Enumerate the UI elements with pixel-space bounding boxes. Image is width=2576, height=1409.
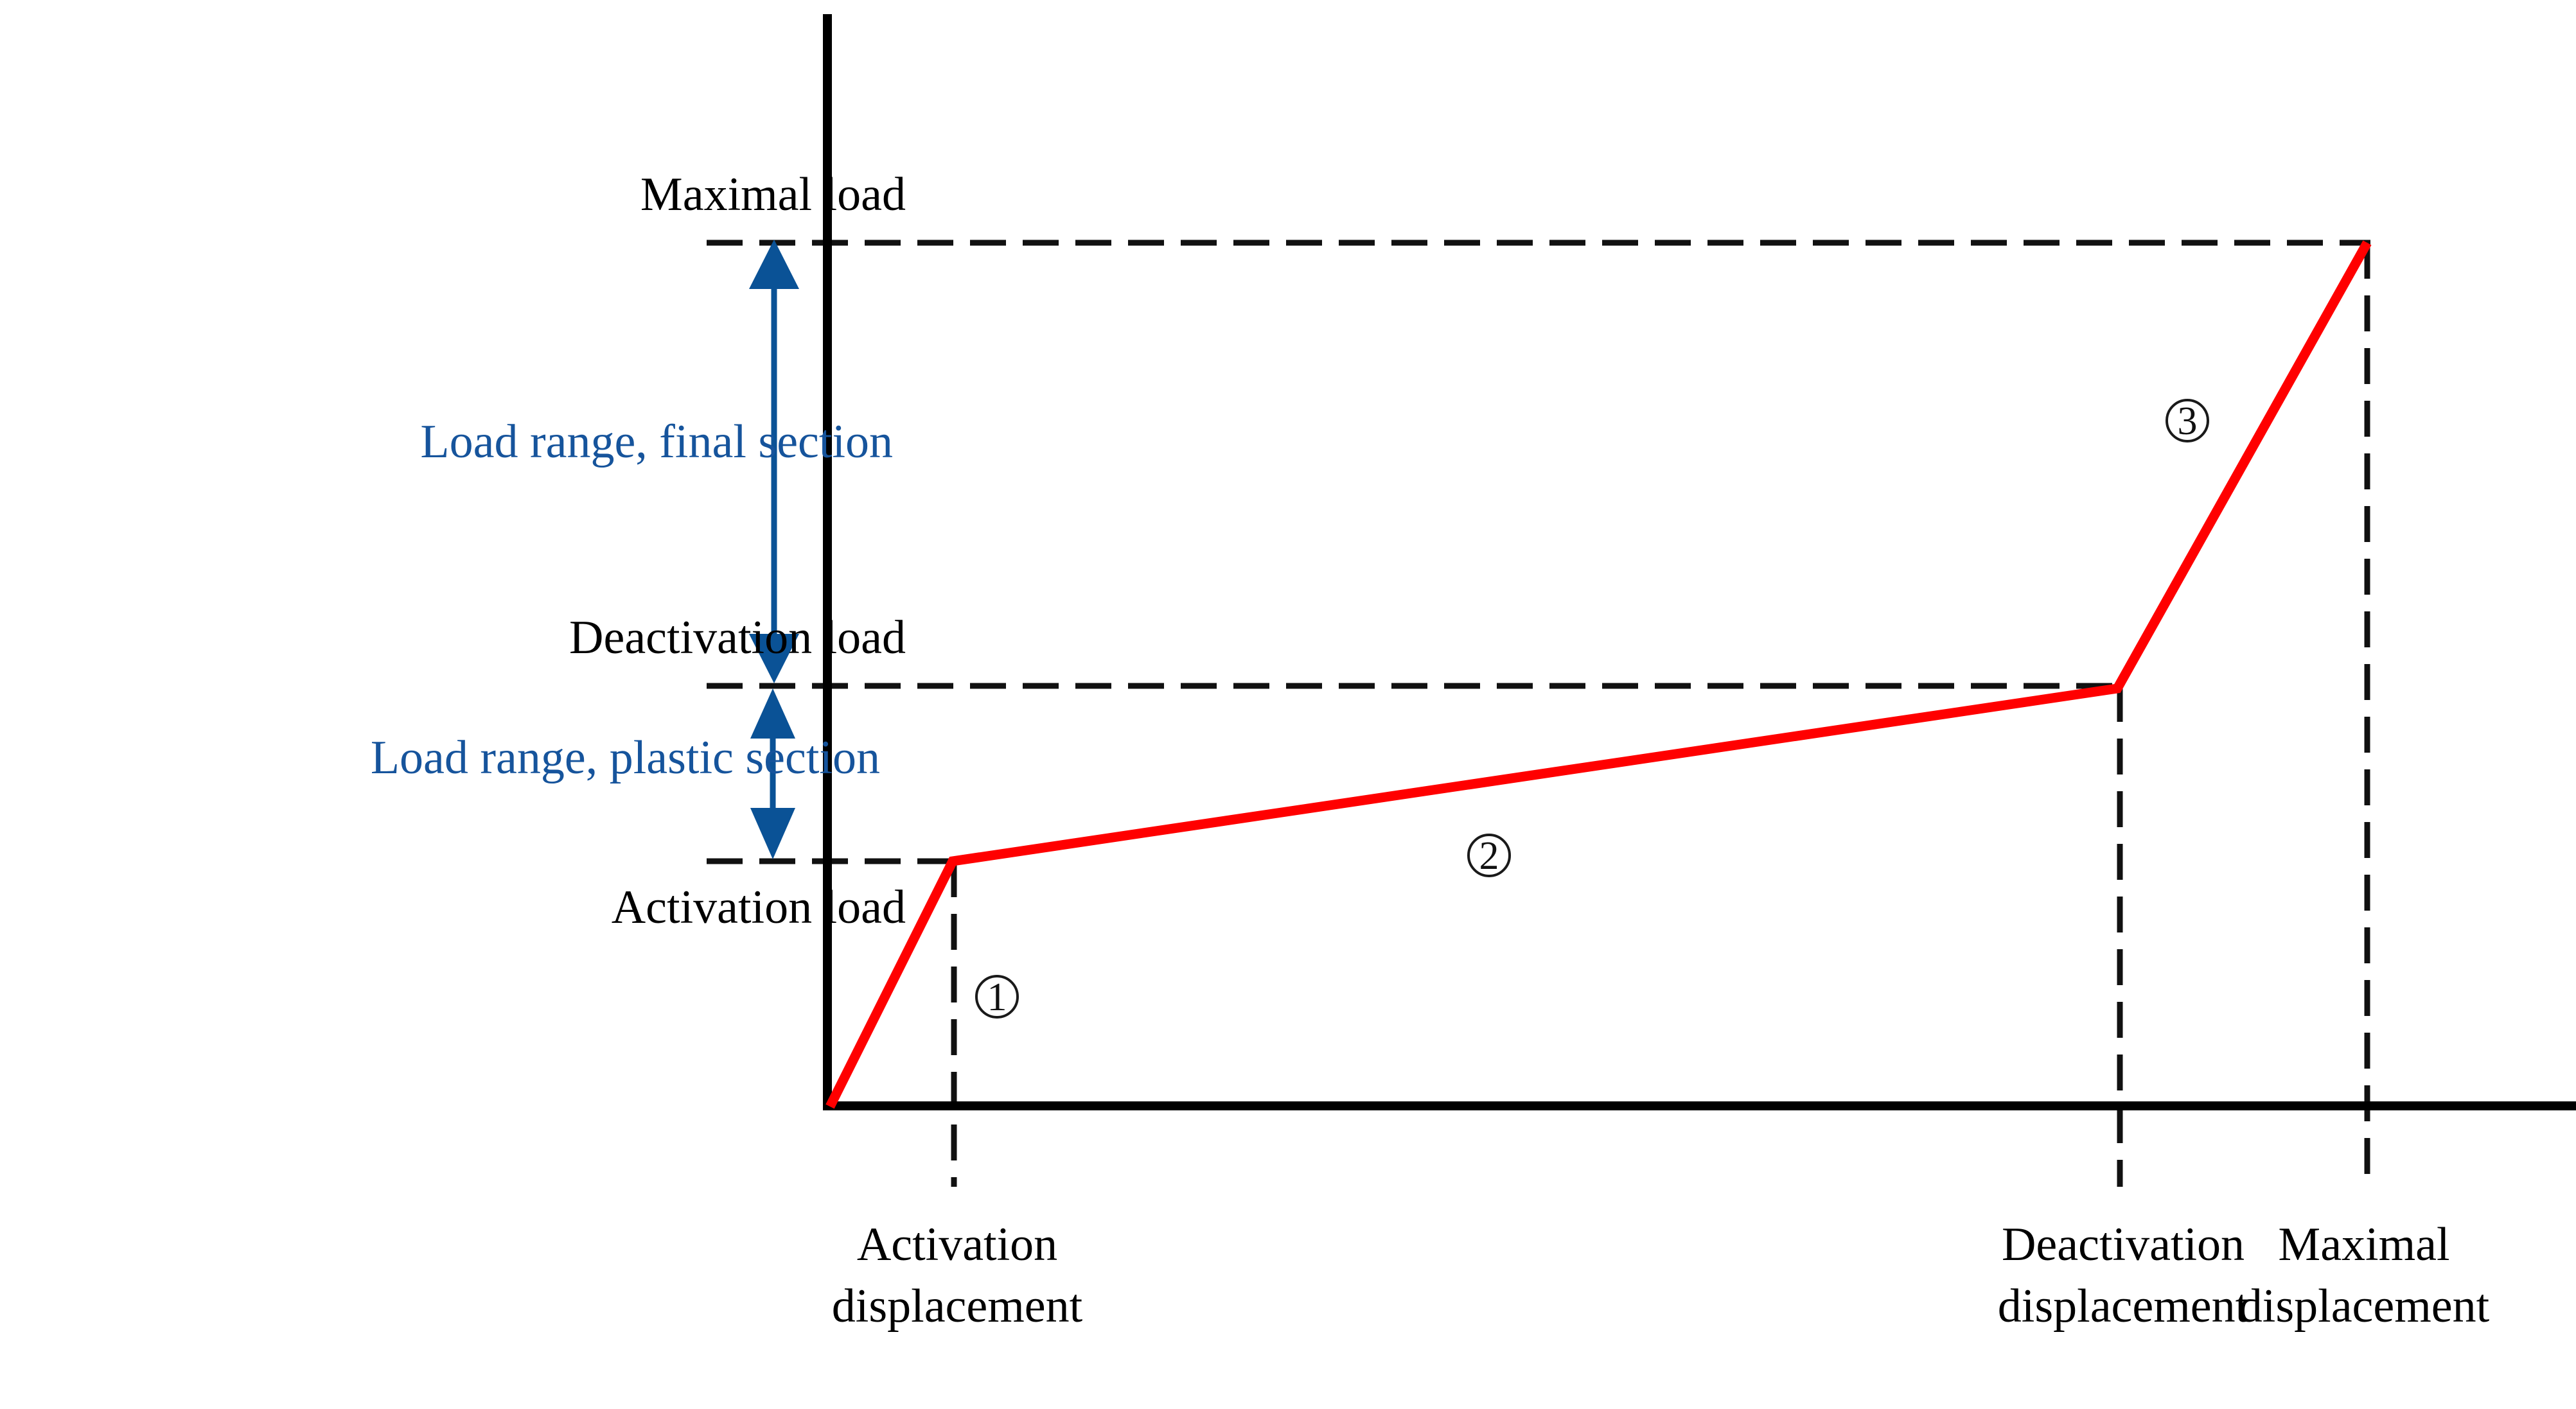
final-section-range-arrow [749, 240, 799, 683]
x-axis-label-line2: displacement [1997, 1280, 2249, 1333]
x-axis-label-line2: displacement [2238, 1280, 2490, 1333]
section-marker-1: 1 [975, 975, 1019, 1019]
section-marker-3: 3 [2166, 399, 2209, 442]
x-axis-label-deactivation-displacement: Deactivation displacement [1882, 1214, 2364, 1337]
activation-load-label: Activation load [611, 881, 906, 934]
x-axis-label-line1: Activation [856, 1218, 1058, 1271]
deactivation-load-label: Deactivation load [569, 611, 906, 664]
plastic-section-range-arrow [750, 688, 795, 859]
maximal-load-label: Maximal load [640, 168, 906, 221]
load-range-final-section-label: Load range, final section [420, 416, 893, 468]
x-axis-label-activation-displacement: Activation displacement [716, 1214, 1198, 1337]
x-axis-label-line1: Maximal [2278, 1218, 2450, 1271]
x-axis-label-maximal-displacement: Maximal displacement [2155, 1214, 2573, 1337]
x-axis-label-line2: displacement [831, 1280, 1083, 1333]
x-axis-label-line1: Deactivation [2001, 1218, 2245, 1271]
load-range-plastic-section-label: Load range, plastic section [370, 731, 880, 784]
section-marker-2: 2 [1467, 834, 1511, 877]
load-displacement-curve [825, 240, 2372, 1109]
